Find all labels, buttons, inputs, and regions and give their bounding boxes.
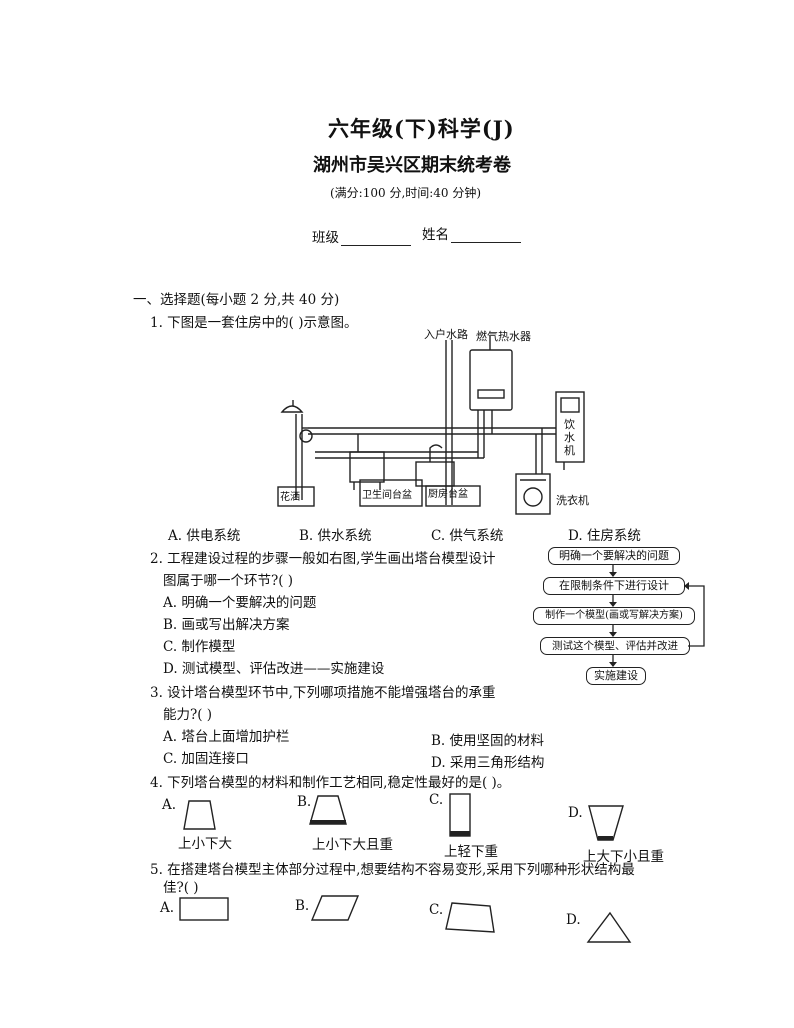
shape-rectangle bbox=[179, 897, 229, 921]
q5-stem-line1: 5. 在搭建塔台模型主体部分过程中,想要结构不容易变形,采用下列哪种形状结构最 bbox=[150, 862, 635, 878]
q4-caption-c: 上轻下重 bbox=[444, 844, 498, 860]
q2-stem-line1: 2. 工程建设过程的步骤一般如右图,学生画出塔台模型设计 bbox=[150, 551, 496, 567]
q3-stem-line2: 能力?( ) bbox=[163, 707, 213, 723]
q1-option-b[interactable]: B. 供水系统 bbox=[299, 528, 372, 544]
q5-stem-line2: 佳?( ) bbox=[163, 880, 199, 896]
class-field[interactable]: 班级 bbox=[312, 226, 411, 246]
q3-stem-line1: 3. 设计塔台模型环节中,下列哪项措施不能增强塔台的承重 bbox=[150, 685, 496, 701]
flow-step-1: 明确一个要解决的问题 bbox=[548, 547, 680, 565]
q4-letter-c[interactable]: C. bbox=[429, 792, 444, 808]
q3-option-d[interactable]: D. 采用三角形结构 bbox=[431, 755, 545, 771]
flow-step-2: 在限制条件下进行设计 bbox=[543, 577, 685, 595]
label-heater: 燃气热水器 bbox=[476, 329, 531, 343]
q5-letter-d[interactable]: D. bbox=[566, 912, 581, 928]
q1-option-a[interactable]: A. 供电系统 bbox=[168, 528, 241, 544]
q1-option-c[interactable]: C. 供气系统 bbox=[431, 528, 504, 544]
shape-parallelogram bbox=[310, 895, 360, 921]
shape-triangle bbox=[586, 911, 632, 943]
section-heading: 一、选择题(每小题 2 分,共 40 分) bbox=[133, 292, 340, 308]
label-bathroom-basin: 卫生间台盆 bbox=[362, 488, 412, 501]
label-kitchen-basin: 厨房台盆 bbox=[428, 487, 468, 500]
page-title: 六年级(下)科学(J) bbox=[328, 116, 515, 141]
q2-stem-line2: 图属于哪一个环节?( ) bbox=[163, 573, 294, 589]
exam-subtitle: 湖州市吴兴区期末统考卷 bbox=[313, 155, 511, 176]
q5-letter-a[interactable]: A. bbox=[160, 900, 175, 916]
q4-caption-b: 上小下大且重 bbox=[312, 837, 393, 853]
exam-note: (满分:100 分,时间:40 分钟) bbox=[330, 186, 482, 200]
q2-option-c[interactable]: C. 制作模型 bbox=[163, 639, 236, 655]
q2-option-d[interactable]: D. 测试模型、评估改进——实施建设 bbox=[163, 661, 385, 677]
q4-letter-b[interactable]: B. bbox=[297, 794, 312, 810]
q2-option-b[interactable]: B. 画或写出解决方案 bbox=[163, 617, 290, 633]
q3-option-a[interactable]: A. 塔台上面增加护栏 bbox=[163, 729, 290, 745]
q4-caption-a: 上小下大 bbox=[178, 836, 232, 852]
shape-quadrilateral bbox=[445, 902, 495, 933]
label-washer: 洗衣机 bbox=[556, 493, 589, 507]
name-blank[interactable] bbox=[451, 230, 521, 243]
q4-caption-d: 上大下小且重 bbox=[583, 849, 664, 865]
q4-stem: 4. 下列塔台模型的材料和制作工艺相同,稳定性最好的是( )。 bbox=[150, 775, 511, 791]
q4-letter-d[interactable]: D. bbox=[568, 805, 583, 821]
q3-option-c[interactable]: C. 加固连接口 bbox=[163, 751, 249, 767]
flow-step-5: 实施建设 bbox=[586, 667, 646, 685]
q5-letter-c[interactable]: C. bbox=[429, 902, 444, 918]
class-blank[interactable] bbox=[341, 233, 411, 246]
class-label: 班级 bbox=[312, 230, 339, 246]
q5-letter-b[interactable]: B. bbox=[295, 898, 310, 914]
name-label: 姓名 bbox=[422, 227, 449, 243]
tower-shape-a bbox=[183, 800, 216, 830]
q3-option-b[interactable]: B. 使用坚固的材料 bbox=[431, 733, 545, 749]
flow-step-4: 测试这个模型、评估并改进 bbox=[540, 637, 690, 655]
label-inlet: 入户水路 bbox=[424, 327, 468, 341]
q1-stem: 1. 下图是一套住房中的( )示意图。 bbox=[150, 315, 358, 331]
name-field[interactable]: 姓名 bbox=[422, 223, 521, 243]
q4-letter-a[interactable]: A. bbox=[162, 797, 177, 813]
q2-option-a[interactable]: A. 明确一个要解决的问题 bbox=[163, 595, 317, 611]
q1-option-d[interactable]: D. 住房系统 bbox=[568, 528, 641, 544]
label-shower: 花洒 bbox=[280, 490, 300, 503]
label-dispenser: 饮水机 bbox=[564, 418, 575, 457]
flow-step-3: 制作一个模型(画或写解决方案) bbox=[533, 607, 695, 625]
